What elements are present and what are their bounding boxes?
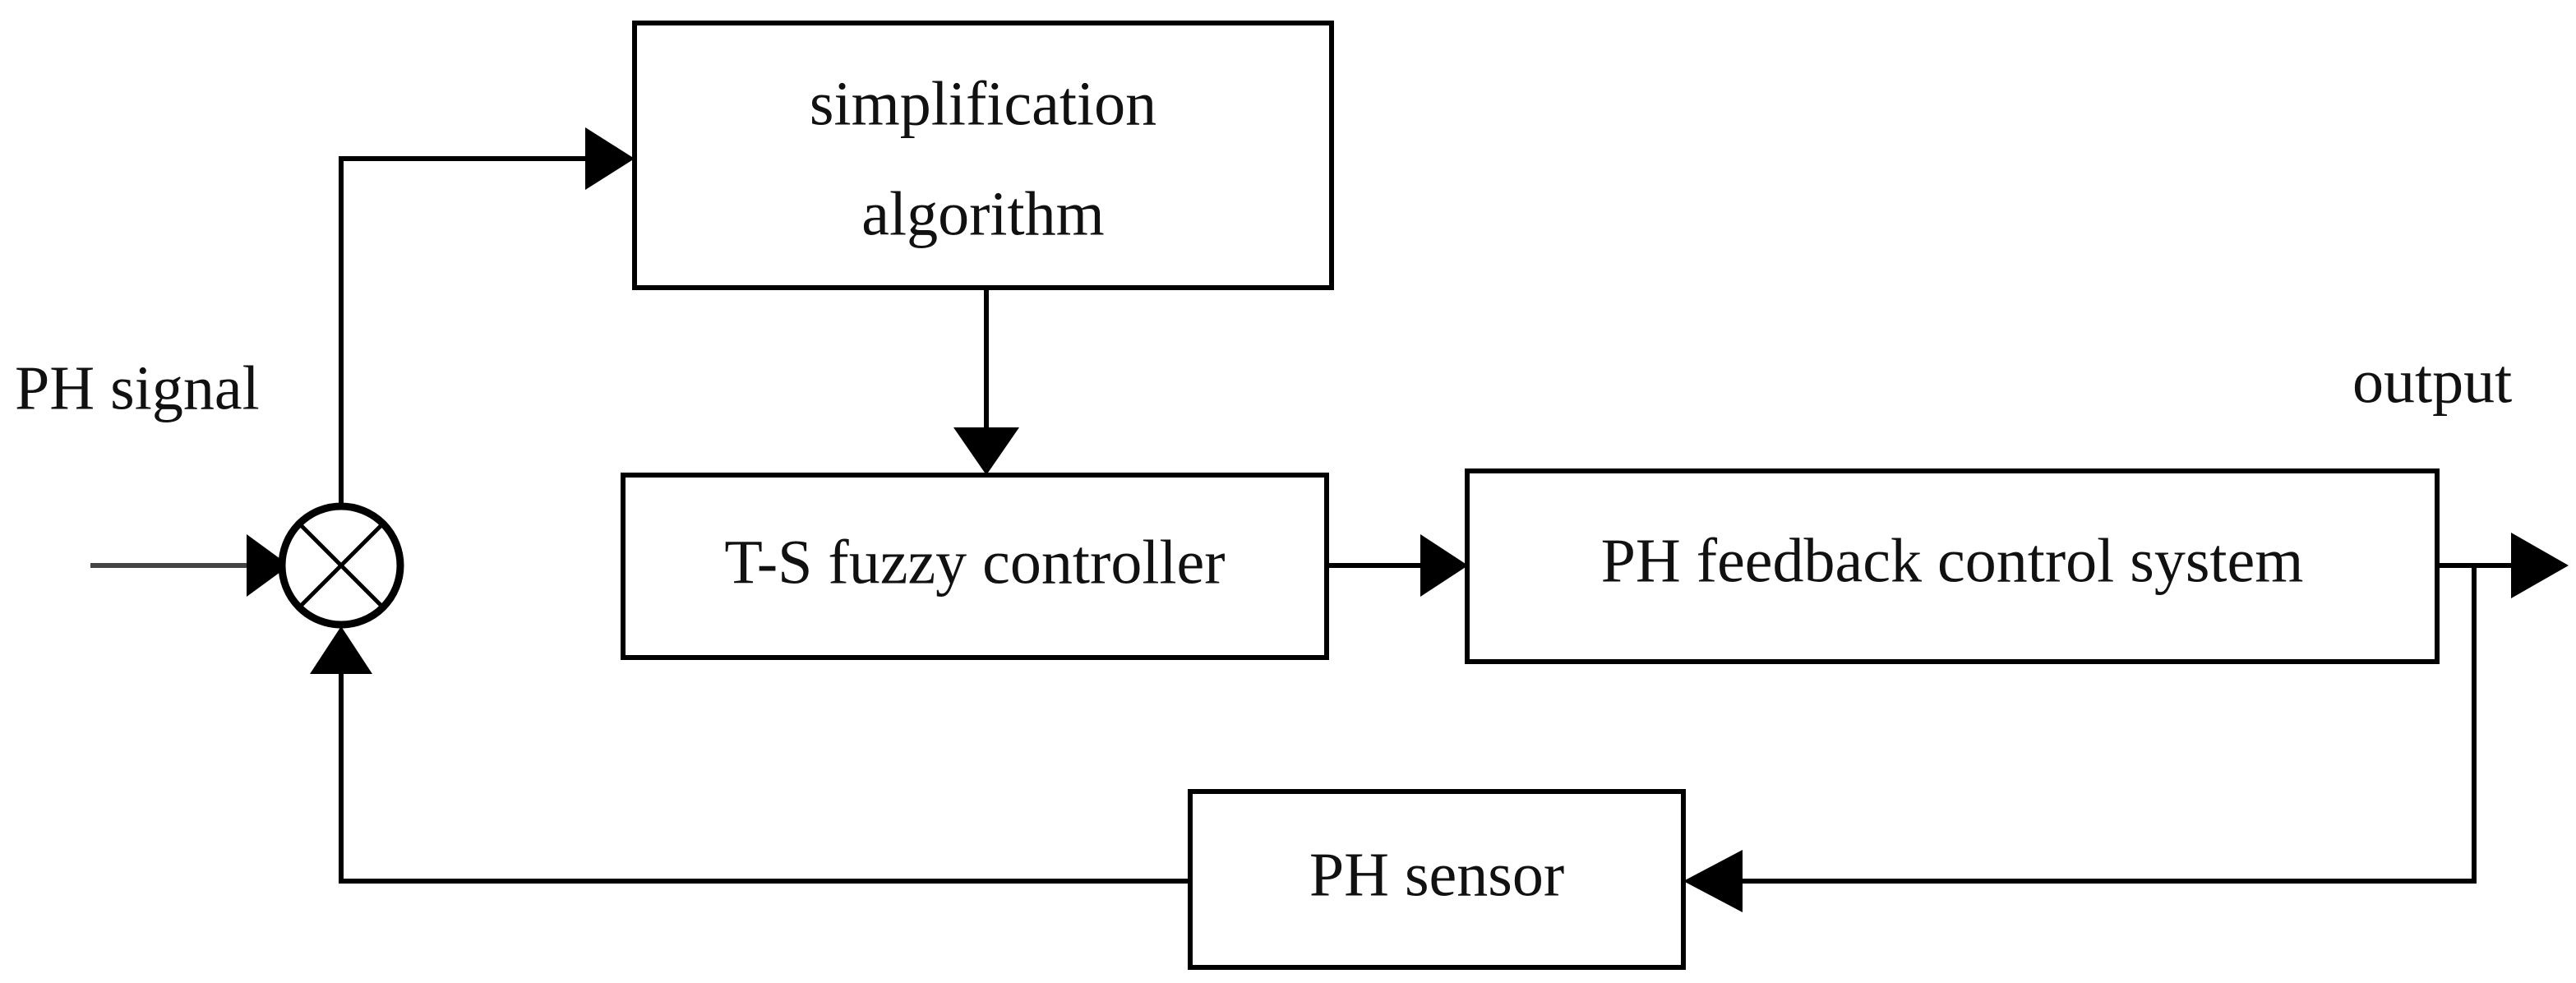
block-ph-feedback-control-system[interactable]: PH feedback control system — [1465, 468, 2440, 664]
ph-sensor-label: PH sensor — [1309, 840, 1564, 909]
block-simplification-algorithm[interactable]: simplification algorithm — [632, 21, 1334, 290]
ts-fuzzy-controller-rect — [621, 473, 1329, 660]
ts-fuzzy-controller-label: T-S fuzzy controller — [724, 528, 1225, 597]
block-ts-fuzzy-controller[interactable]: T-S fuzzy controller — [621, 473, 1329, 660]
ph-feedback-control-system-rect — [1465, 468, 2440, 664]
output-label: output — [2352, 347, 2512, 416]
arrowhead-up-icon — [310, 626, 372, 674]
summing-junction[interactable] — [278, 502, 404, 629]
summing-junction-cross-icon — [298, 522, 385, 609]
ph-signal-label: PH signal — [15, 353, 260, 422]
arrowhead-right-icon — [2511, 533, 2569, 598]
arrowhead-right-icon — [247, 534, 289, 597]
simplification-algorithm-label-line1: simplification — [810, 69, 1156, 138]
arrowhead-left-icon — [1683, 850, 1743, 912]
connector-simplification-to-controller — [953, 288, 1019, 475]
connector-input-to-junction — [90, 534, 289, 597]
connector-controller-to-plant — [1327, 534, 1468, 597]
connector-junction-to-simplification — [339, 127, 635, 506]
simplification-algorithm-label-line2: algorithm — [861, 179, 1105, 248]
connector-output-to-sensor — [1683, 565, 2477, 912]
arrowhead-right-icon — [1420, 534, 1468, 597]
block-ph-sensor[interactable]: PH sensor — [1188, 789, 1686, 970]
arrowhead-right-icon — [585, 127, 635, 190]
arrowhead-down-icon — [953, 427, 1019, 475]
connector-plant-to-output — [2437, 533, 2569, 598]
ph-sensor-rect — [1188, 789, 1686, 970]
ph-feedback-control-system-label: PH feedback control system — [1601, 526, 2304, 595]
simplification-algorithm-rect — [632, 21, 1334, 290]
sensor-feedback-line — [339, 674, 1190, 884]
junction-up-line — [339, 156, 585, 506]
feedback-down-line — [1743, 565, 2477, 884]
connector-sensor-to-junction — [310, 626, 1190, 884]
